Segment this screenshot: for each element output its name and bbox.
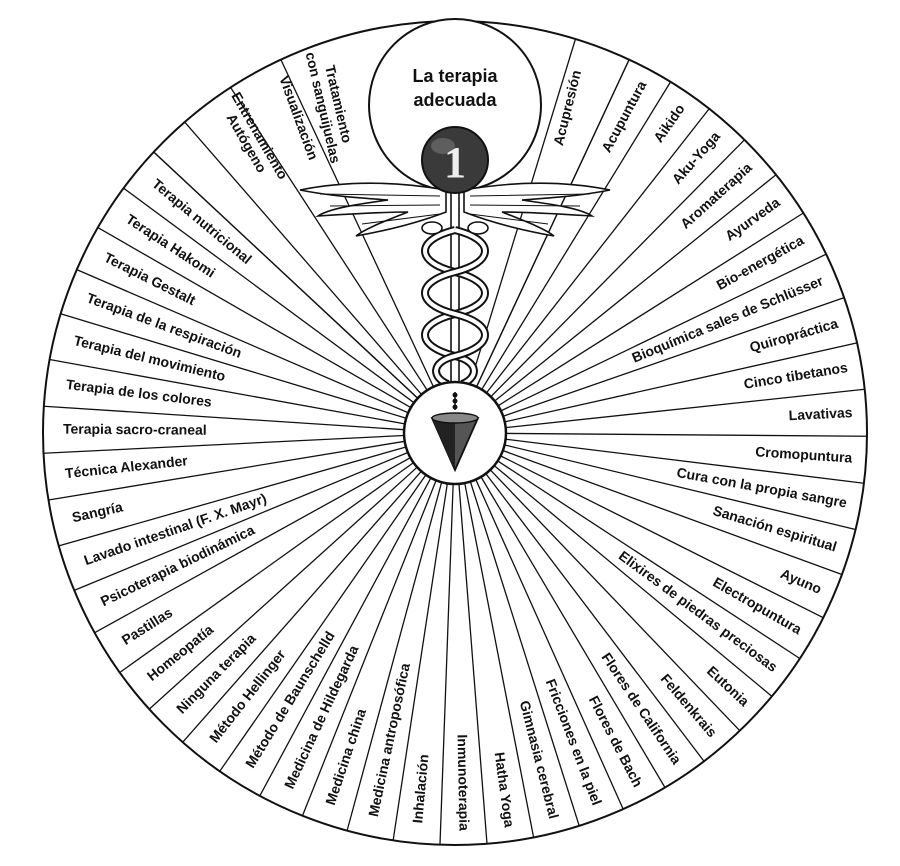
spoke-top-3 [280,59,435,388]
title-line-1: La terapia [412,66,498,86]
spoke-32 [119,462,414,674]
spoke-11 [505,438,865,484]
spoke-5 [497,212,804,407]
spoke-top-2 [230,87,428,391]
spoke-42 [97,227,412,409]
spoke-4 [494,174,777,402]
spoke-25 [392,483,448,841]
wheel-label: Hatha Yoga [492,751,518,828]
title-line-2: adecuada [413,90,497,110]
spoke-34 [73,451,409,591]
wheel-label: Terapia sacro-craneal [63,421,207,438]
wheel-label: Medicina china [322,706,369,806]
spoke-10 [505,432,867,437]
spoke-28 [259,477,432,797]
spoke-33 [94,457,411,634]
spoke-12 [504,444,856,531]
spoke-18 [485,473,705,762]
spoke-36 [48,440,405,501]
wheel-label: Sangría [70,498,124,525]
number-ball: 1 [421,126,489,194]
wheel-label: Ayurveda [722,194,783,244]
spoke-30 [182,470,422,743]
spoke-19 [480,476,666,788]
label-entrenamiento-autogeno: Entrenamiento Autógeno [224,89,292,182]
spoke-14 [500,455,824,619]
wheel-label: Gimnasia cerebral [517,699,562,821]
spoke-41 [76,269,409,414]
wheel-label: Feldenkrais [658,671,721,741]
spoke-22 [464,482,535,838]
spoke-13 [502,449,843,576]
spoke-17 [489,469,741,732]
spoke-40 [60,313,407,419]
spoke-31 [148,466,418,710]
wheel-label: Ayuno [778,565,824,597]
spoke-26 [346,482,443,831]
wheel-label: Acupuntura [598,78,649,155]
spoke-35 [58,446,407,547]
spoke-1 [481,81,672,390]
wheel-spokes [43,38,867,845]
spoke-20 [475,479,624,810]
wheel-label: Eutonia [704,663,753,710]
spoke-24 [439,483,454,845]
spoke-44 [153,151,419,399]
spoke-16 [493,465,773,697]
spoke-top-1 [184,121,423,395]
wheel-label: Cromopuntura [755,443,853,465]
spoke-37 [43,434,405,454]
pendulum-icon [430,392,480,473]
caduceus-icon [299,181,611,388]
wheel-label: Pastillas [119,604,176,648]
wheel-label: Terapia de los colores [65,376,213,410]
spoke-2 [485,108,710,394]
wheel-label: Cinco tibetanos [743,359,849,392]
wheel-label: Inhalación [409,753,431,823]
wheel-label: Inmunoterapia [455,734,473,831]
spoke-29 [219,474,427,772]
wheel-label: Terapia nutricional [149,175,255,267]
spoke-0 [475,59,630,388]
number-label: 1 [444,138,466,187]
spoke-8 [504,342,858,423]
spoke-9 [505,388,865,429]
spoke-38 [43,405,405,431]
spoke-27 [301,480,437,816]
spoke-7 [502,297,845,417]
spoke-6 [500,253,827,412]
wheel-label: Técnica Alexander [64,452,189,481]
spoke-21 [469,481,580,827]
wheel-label: Lavativas [788,404,853,423]
spoke-39 [49,358,405,425]
wheel-label: Aikido [650,101,688,145]
spoke-15 [497,460,801,660]
spoke-43 [123,187,415,404]
spoke-3 [490,139,745,398]
spoke-23 [458,483,488,844]
wheel-label: Aku-Yoga [669,128,724,187]
